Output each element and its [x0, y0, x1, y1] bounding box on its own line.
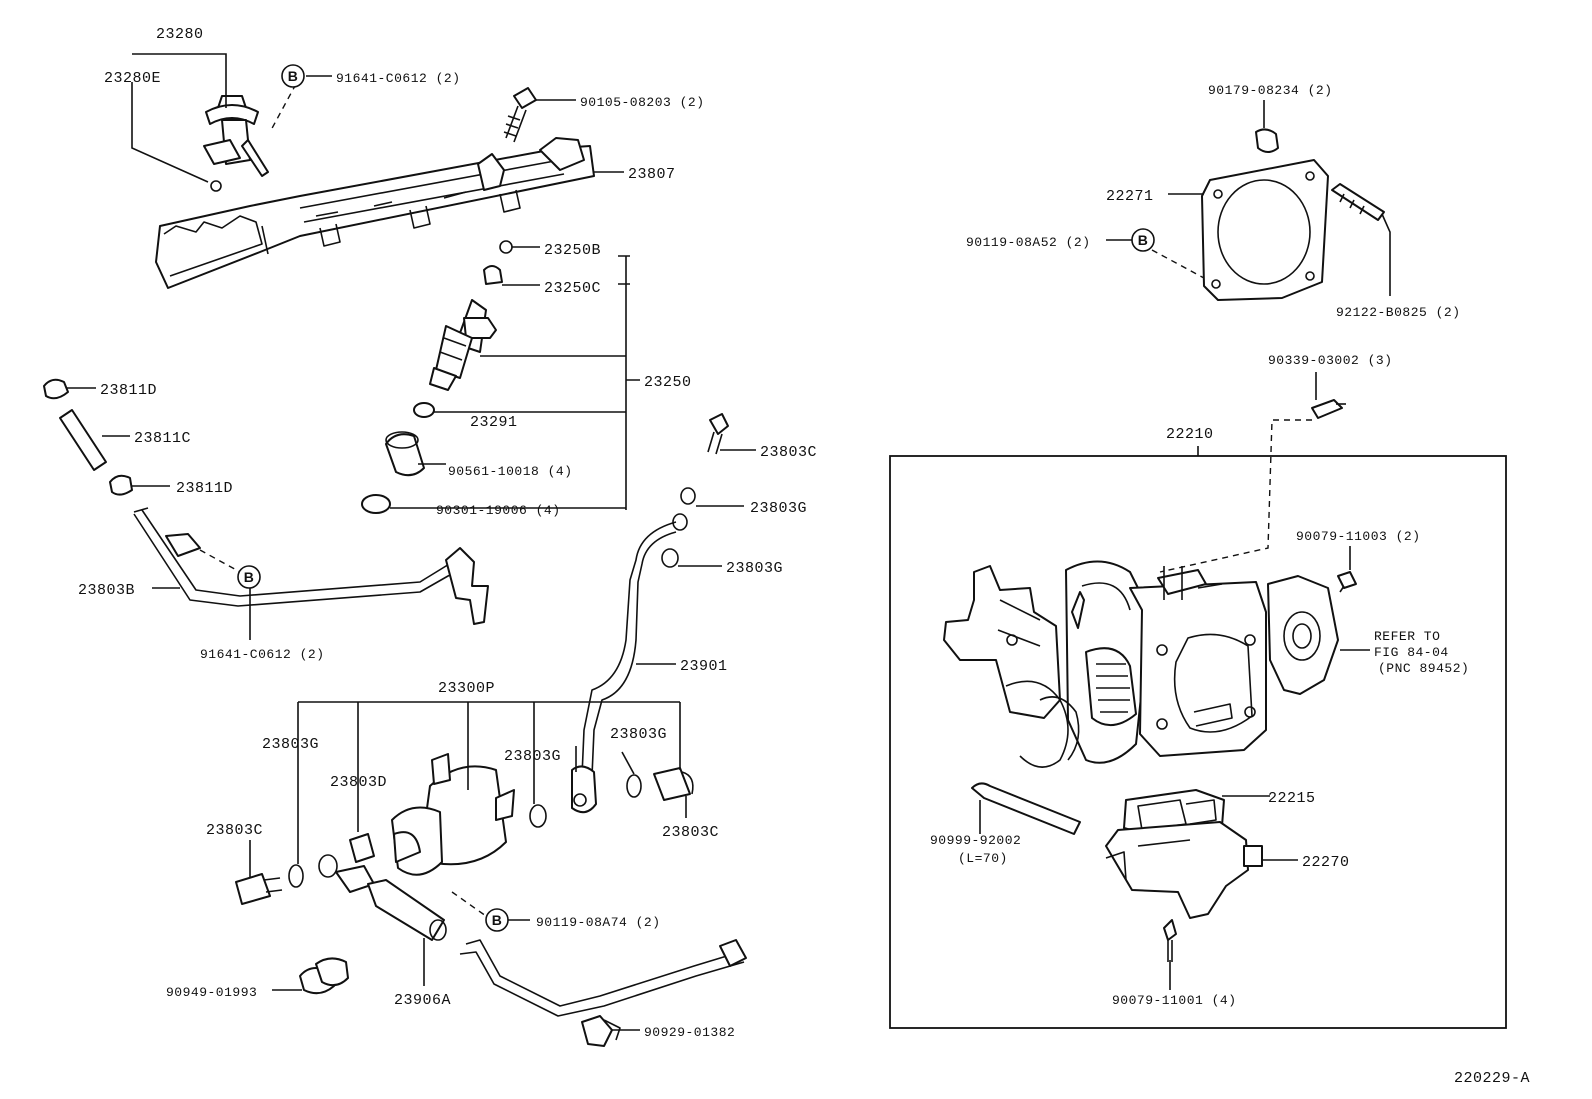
label-90339-03002: 90339-03002 (3): [1268, 353, 1393, 368]
label-23811d-bottom: 23811D: [176, 480, 233, 497]
bolt-marker-label: B: [1138, 232, 1149, 248]
label-90119-08a74: 90119-08A74 (2): [536, 915, 661, 930]
return-hose-drawing: [459, 939, 747, 1047]
fuel-hose-drawing: [43, 378, 489, 625]
pressure-hose-drawing: [571, 413, 729, 814]
label-23803g-mid-right: 23803G: [610, 726, 667, 743]
label-23803g-center: 23803G: [504, 748, 561, 765]
label-90079-11003: 90079-11003 (2): [1296, 529, 1421, 544]
label-23300p: 23300P: [438, 680, 495, 697]
label-23906a: 23906A: [394, 992, 451, 1009]
label-90119-08a52: 90119-08A52 (2): [966, 235, 1091, 250]
label-refer-fig: FIG 84-04: [1374, 645, 1449, 660]
damper-assembly-drawing: [235, 753, 694, 995]
label-23811c: 23811C: [134, 430, 191, 447]
label-90105-08203: 90105-08203 (2): [580, 95, 705, 110]
label-23803c-right: 23803C: [760, 444, 817, 461]
label-23803c-mid: 23803C: [662, 824, 719, 841]
label-90999-length: (L=70): [958, 851, 1008, 866]
label-22210: 22210: [1166, 426, 1214, 443]
bolt-marker-hose: B: [237, 565, 261, 589]
pressure-regulator-drawing: [203, 95, 269, 192]
label-90949-01993: 90949-01993: [166, 985, 257, 1000]
label-refer-pnc: (PNC 89452): [1378, 661, 1469, 676]
gasket-drawing: [1201, 128, 1385, 419]
label-23280: 23280: [156, 26, 204, 43]
label-91641-c0612-top: 91641-C0612 (2): [336, 71, 461, 86]
label-22270: 22270: [1302, 854, 1350, 871]
label-23803g-left: 23803G: [262, 736, 319, 753]
label-23280e: 23280E: [104, 70, 161, 87]
label-90179-08234: 90179-08234 (2): [1208, 83, 1333, 98]
bolt-marker-label: B: [492, 912, 503, 928]
part-labels: 23280 23280E 91641-C0612 (2) 90105-08203…: [78, 26, 1530, 1087]
label-23250c: 23250C: [544, 280, 601, 297]
label-refer-to: REFER TO: [1374, 629, 1440, 644]
leader-lines-right: [979, 100, 1391, 990]
label-23901: 23901: [680, 658, 728, 675]
rail-bolt-drawing: [503, 87, 537, 143]
label-90561-10018: 90561-10018 (4): [448, 464, 573, 479]
label-23803c-left: 23803C: [206, 822, 263, 839]
bolt-marker-label: B: [288, 68, 299, 84]
label-23803g-right-2: 23803G: [726, 560, 783, 577]
bolt-marker-gasket: B: [1131, 228, 1155, 252]
label-22215: 22215: [1268, 790, 1316, 807]
leader-lines-left: [66, 53, 756, 1031]
label-23803g-right-1: 23803G: [750, 500, 807, 517]
label-91641-c0612-mid: 91641-C0612 (2): [200, 647, 325, 662]
label-90929-01382: 90929-01382: [644, 1025, 735, 1040]
bolt-marker-label: B: [244, 569, 255, 585]
label-90079-11001: 90079-11001 (4): [1112, 993, 1237, 1008]
label-23291: 23291: [470, 414, 518, 431]
label-90999-92002: 90999-92002: [930, 833, 1021, 848]
label-23803d: 23803D: [330, 774, 387, 791]
iac-valve-drawing: [971, 782, 1263, 962]
label-23250: 23250: [644, 374, 692, 391]
label-23807: 23807: [628, 166, 676, 183]
label-23250b: 23250B: [544, 242, 601, 259]
bolt-marker-top: B: [281, 64, 305, 88]
injector-drawing: [361, 240, 513, 514]
label-92122-b0825: 92122-B0825 (2): [1336, 305, 1461, 320]
label-23803b: 23803B: [78, 582, 135, 599]
label-90301-19006: 90301-19006 (4): [436, 503, 561, 518]
label-23811d-top: 23811D: [100, 382, 157, 399]
diagram-code: 220229-A: [1454, 1070, 1530, 1087]
throttle-body-drawing: [943, 560, 1357, 768]
bolt-marker-damper: B: [485, 908, 509, 932]
fuel-rail-drawing: [155, 137, 595, 289]
label-22271: 22271: [1106, 188, 1154, 205]
